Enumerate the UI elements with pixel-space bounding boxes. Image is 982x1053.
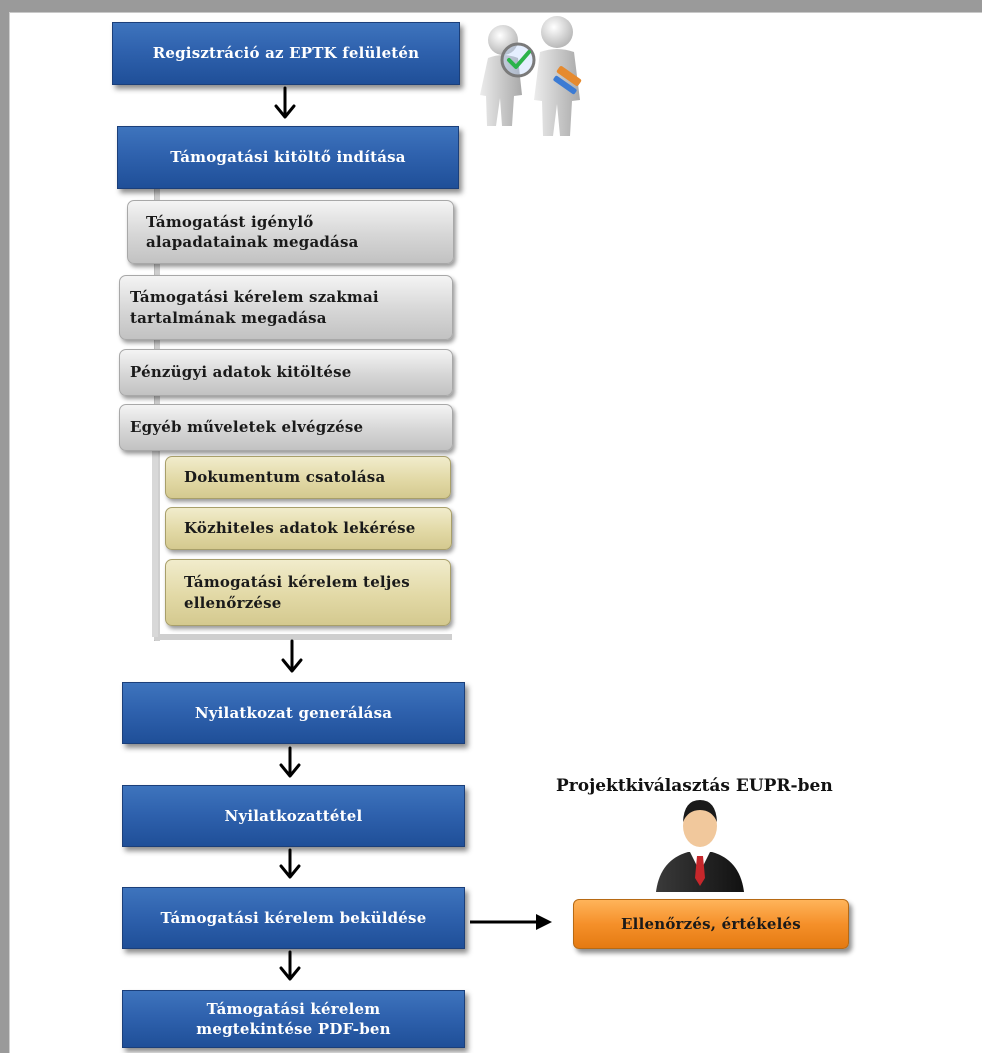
step-registration-label: Regisztráció az EPTK felületén xyxy=(152,44,420,63)
step-start-form[interactable]: Támogatási kitöltő indítása xyxy=(117,126,459,189)
step-view-pdf-label: Támogatási kérelem megtekintése PDF-ben xyxy=(196,999,390,1040)
nested-group-bracket xyxy=(152,447,158,637)
evaluation-box[interactable]: Ellenőrzés, értékelés xyxy=(573,899,849,949)
arrow-right-icon xyxy=(470,914,552,930)
step-declaration-label: Nyilatkozattétel xyxy=(224,806,363,825)
step-professional-content[interactable]: Támogatási kérelem szakmai tartalmának m… xyxy=(119,275,453,340)
two-people-check-icon xyxy=(480,16,582,136)
step-basic-data-line2: alapadatainak megadása xyxy=(146,233,359,251)
arrow-down-icon xyxy=(279,950,301,981)
frame-top-border xyxy=(0,0,982,12)
step-professional-line1: Támogatási kérelem szakmai xyxy=(130,288,379,307)
step-full-check-line2: ellenőrzése xyxy=(184,593,282,612)
substep-group-bracket-bottom xyxy=(154,634,452,640)
step-public-data-query[interactable]: Közhiteles adatok lekérése xyxy=(165,507,452,550)
step-basic-data-label: Támogatást igénylő alapadatainak megadás… xyxy=(146,212,359,253)
step-other-operations[interactable]: Egyéb műveletek elvégzése xyxy=(119,404,453,451)
step-attach-document-label: Dokumentum csatolása xyxy=(184,468,386,487)
businessman-icon xyxy=(656,800,744,892)
step-other-operations-label: Egyéb műveletek elvégzése xyxy=(130,418,364,437)
step-full-check-label: Támogatási kérelem teljes ellenőrzése xyxy=(184,572,410,613)
step-generate-declaration-label: Nyilatkozat generálása xyxy=(194,703,393,722)
step-professional-content-label: Támogatási kérelem szakmai tartalmának m… xyxy=(130,287,379,328)
frame-inner-left xyxy=(9,12,10,1053)
step-view-pdf-line2: megtekintése PDF-ben xyxy=(196,1020,391,1038)
step-generate-declaration[interactable]: Nyilatkozat generálása xyxy=(122,682,465,744)
step-attach-document[interactable]: Dokumentum csatolása xyxy=(165,456,451,499)
evaluation-box-label: Ellenőrzés, értékelés xyxy=(621,914,801,933)
step-basic-data[interactable]: Támogatást igénylő alapadatainak megadás… xyxy=(127,200,454,264)
arrow-down-icon xyxy=(281,639,303,673)
step-public-data-query-label: Közhiteles adatok lekérése xyxy=(184,519,416,538)
step-full-check-line1: Támogatási kérelem teljes xyxy=(184,573,410,592)
step-view-pdf-line1: Támogatási kérelem xyxy=(206,999,381,1018)
step-declaration[interactable]: Nyilatkozattétel xyxy=(122,785,465,847)
arrow-down-icon xyxy=(274,86,296,119)
evaluation-heading: Projektkiválasztás EUPR-ben xyxy=(556,776,833,796)
step-submit[interactable]: Támogatási kérelem beküldése xyxy=(122,887,465,949)
step-view-pdf[interactable]: Támogatási kérelem megtekintése PDF-ben xyxy=(122,990,465,1048)
frame-left-border xyxy=(0,0,9,1053)
arrow-down-icon xyxy=(279,746,301,778)
step-financial-data-label: Pénzügyi adatok kitöltése xyxy=(130,363,352,382)
step-full-check[interactable]: Támogatási kérelem teljes ellenőrzése xyxy=(165,559,451,626)
arrow-down-icon xyxy=(279,848,301,879)
step-basic-data-line1: Támogatást igénylő xyxy=(146,212,314,231)
step-professional-line2: tartalmának megadása xyxy=(130,308,327,327)
frame-inner-top xyxy=(9,12,982,13)
step-registration[interactable]: Regisztráció az EPTK felületén xyxy=(112,22,460,85)
step-start-form-label: Támogatási kitöltő indítása xyxy=(170,148,406,167)
step-submit-label: Támogatási kérelem beküldése xyxy=(160,908,427,927)
step-financial-data[interactable]: Pénzügyi adatok kitöltése xyxy=(119,349,453,396)
